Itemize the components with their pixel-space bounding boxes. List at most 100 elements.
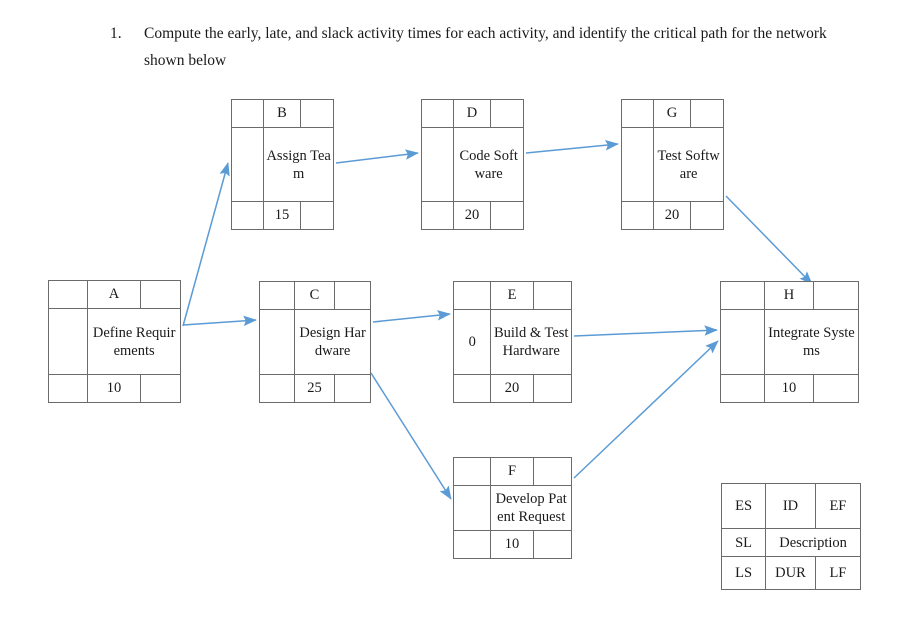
- question-block: 1. Compute the early, late, and slack ac…: [110, 20, 870, 74]
- node-b-es: [232, 100, 265, 127]
- node-f-description-text: Develop Patent Request: [495, 491, 567, 525]
- node-d-middle-row: Code Software: [422, 128, 523, 201]
- node-e-bottom-row: 20: [454, 374, 571, 402]
- node-h-description-text: Integrate Systems: [768, 325, 855, 359]
- node-e-duration: 20: [491, 375, 534, 402]
- arrow-c-to-e: [372, 310, 451, 323]
- node-h-bottom-row: 10: [721, 374, 858, 402]
- node-b-lf: [301, 202, 333, 229]
- node-a-top-row: A: [49, 281, 180, 309]
- node-b-description-text: Assign Team: [266, 147, 331, 182]
- node-f-lf: [534, 531, 571, 558]
- node-g-lf: [691, 202, 723, 229]
- node-f-bottom-row: 10: [454, 530, 571, 558]
- node-g-ls: [622, 202, 655, 229]
- node-d-lf: [491, 202, 523, 229]
- node-d-sl: [422, 128, 455, 201]
- node-g-top-row: G: [622, 100, 723, 128]
- node-b-description: Assign Team: [264, 128, 333, 201]
- legend-key-box: ES ID EF SL Description LS DUR LF: [721, 483, 861, 590]
- question-number: 1.: [110, 25, 122, 42]
- node-e-sl: 0: [454, 310, 492, 374]
- node-g-duration: 20: [654, 202, 691, 229]
- node-g-sl: [622, 128, 655, 201]
- activity-node-b: B Assign Team 15: [231, 99, 334, 230]
- node-f-id: F: [491, 458, 534, 485]
- node-c-lf: [335, 375, 370, 402]
- node-a-ls: [49, 375, 89, 402]
- arrow-b-to-d: [335, 149, 419, 164]
- arrow-e-to-h: [573, 325, 718, 337]
- node-a-sl: [49, 309, 89, 374]
- node-h-middle-row: Integrate Systems: [721, 310, 858, 374]
- node-b-top-row: B: [232, 100, 333, 128]
- node-c-duration: 25: [295, 375, 335, 402]
- node-a-description-text: Define Requirements: [92, 324, 176, 359]
- legend-dur-label: DUR: [766, 557, 816, 589]
- node-c-sl: [260, 310, 296, 374]
- node-b-ef: [301, 100, 333, 127]
- node-f-duration: 10: [491, 531, 534, 558]
- arrow-d-to-g: [525, 140, 619, 154]
- node-d-duration: 20: [454, 202, 491, 229]
- node-e-description: Build & Test Hardware: [491, 310, 571, 374]
- node-d-ef: [491, 100, 523, 127]
- node-a-bottom-row: 10: [49, 374, 180, 402]
- legend-es-label: ES: [722, 484, 767, 528]
- activity-node-f: F Develop Patent Request 10: [453, 457, 572, 559]
- arrow-a-to-c: [182, 315, 257, 327]
- node-d-ls: [422, 202, 455, 229]
- node-e-top-row: E: [454, 282, 571, 310]
- node-c-bottom-row: 25: [260, 374, 370, 402]
- node-h-duration: 10: [765, 375, 815, 402]
- node-c-middle-row: Design Hardware: [260, 310, 370, 374]
- node-g-middle-row: Test Software: [622, 128, 723, 201]
- node-e-ef: [534, 282, 571, 309]
- node-g-id: G: [654, 100, 691, 127]
- node-g-description-text: Test Software: [657, 147, 720, 182]
- arrow-g-to-h: [725, 195, 813, 285]
- arrow-f-to-h: [573, 340, 719, 479]
- node-h-top-row: H: [721, 282, 858, 310]
- node-d-es: [422, 100, 455, 127]
- arrow-a-to-b: [182, 162, 230, 327]
- node-g-ef: [691, 100, 723, 127]
- node-f-description: Develop Patent Request: [491, 486, 571, 530]
- legend-description-label: Description: [779, 534, 847, 551]
- node-d-top-row: D: [422, 100, 523, 128]
- node-d-id: D: [454, 100, 491, 127]
- node-b-bottom-row: 15: [232, 201, 333, 229]
- node-h-es: [721, 282, 765, 309]
- node-a-ef: [141, 281, 180, 308]
- legend-id-label: ID: [766, 484, 816, 528]
- legend-row-top: ES ID EF: [722, 484, 860, 529]
- node-e-lf: [534, 375, 571, 402]
- node-a-lf: [141, 375, 180, 402]
- node-g-es: [622, 100, 655, 127]
- node-h-sl: [721, 310, 765, 374]
- activity-node-a: A Define Requirements 10: [48, 280, 181, 403]
- node-c-id: C: [295, 282, 335, 309]
- legend-sl-label: SL: [722, 529, 767, 556]
- node-c-top-row: C: [260, 282, 370, 310]
- node-f-ls: [454, 531, 492, 558]
- node-g-description: Test Software: [654, 128, 723, 201]
- node-g-bottom-row: 20: [622, 201, 723, 229]
- node-b-duration: 15: [264, 202, 301, 229]
- node-a-middle-row: Define Requirements: [49, 309, 180, 374]
- node-f-middle-row: Develop Patent Request: [454, 486, 571, 530]
- activity-node-h: H Integrate Systems 10: [720, 281, 859, 403]
- node-a-duration: 10: [88, 375, 141, 402]
- legend-ef-label: EF: [829, 498, 847, 514]
- node-c-ls: [260, 375, 296, 402]
- node-h-ef: [814, 282, 858, 309]
- node-e-es: [454, 282, 492, 309]
- node-b-ls: [232, 202, 265, 229]
- node-c-es: [260, 282, 296, 309]
- node-h-lf: [814, 375, 858, 402]
- node-a-id: A: [88, 281, 141, 308]
- node-e-ls: [454, 375, 492, 402]
- activity-node-g: G Test Software 20: [621, 99, 724, 230]
- node-h-description: Integrate Systems: [765, 310, 858, 374]
